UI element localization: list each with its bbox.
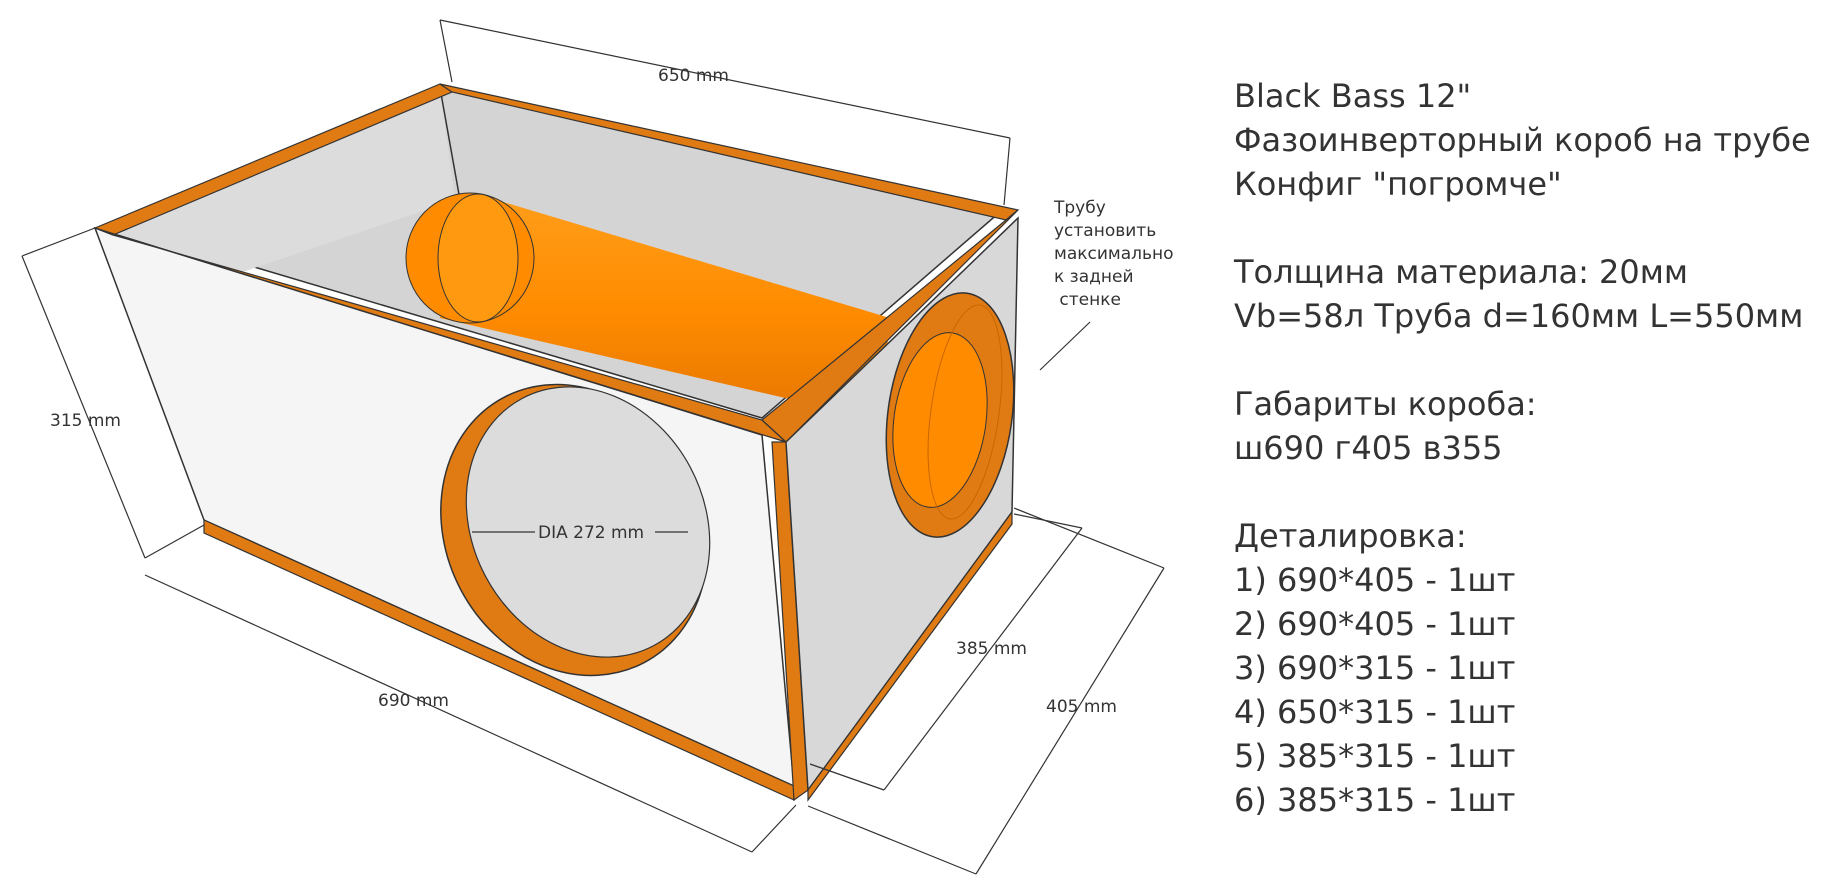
dim-315-line xyxy=(21,255,146,559)
spec-part-item: 2) 690*405 - 1шт xyxy=(1234,605,1516,643)
spec-gap xyxy=(1234,206,1824,250)
spec-parts-heading: Деталировка: xyxy=(1234,517,1467,555)
spec-part-item: 6) 385*315 - 1шт xyxy=(1234,781,1516,819)
dim-690-line xyxy=(144,574,753,853)
dim-650-ext-right xyxy=(1003,137,1011,206)
inner-back-wall xyxy=(113,88,455,300)
dim-405-line xyxy=(975,567,1165,875)
spec-size-heading: Габариты короба: xyxy=(1234,385,1537,423)
spec-volume: Vb=58л Труба d=160мм L=550мм xyxy=(1234,297,1804,335)
spec-gap xyxy=(1234,470,1824,514)
spec-config: Конфиг "погромче" xyxy=(1234,165,1562,203)
spec-part-item: 1) 690*405 - 1шт xyxy=(1234,561,1516,599)
spec-material: Толщина материала: 20мм xyxy=(1234,253,1689,291)
right-bottom-edge xyxy=(807,510,1013,802)
spec-panel: Black Bass 12" Фазоинверторный короб на … xyxy=(1234,74,1824,822)
spec-gap xyxy=(1234,338,1824,382)
dim-650-ext-left xyxy=(439,19,453,83)
note-line: установить xyxy=(1054,221,1156,241)
inner-corner-edge xyxy=(439,87,461,201)
spec-part-item: 4) 650*315 - 1шт xyxy=(1234,693,1516,731)
note-line: к задней xyxy=(1054,267,1134,287)
spec-subtitle: Фазоинверторный короб на трубе xyxy=(1234,121,1811,159)
dim-385-label: 385 mm xyxy=(956,639,1027,659)
spec-title: Black Bass 12" xyxy=(1234,77,1472,115)
box-body xyxy=(93,83,1020,802)
dim-690-label: 690 mm xyxy=(378,691,449,711)
dim-650-label: 650 mm xyxy=(658,66,729,86)
dim-405-label: 405 mm xyxy=(1046,697,1117,717)
dimension-lines xyxy=(21,19,1165,875)
note-line: Трубу xyxy=(1053,198,1106,218)
tube-back-ring xyxy=(437,193,519,323)
dim-650-line xyxy=(439,19,1011,139)
dim-315-ext-top xyxy=(21,227,96,257)
dim-385-ext-bottom xyxy=(809,763,885,791)
spec-part-item: 3) 690*315 - 1шт xyxy=(1234,649,1516,687)
port-opening-rim xyxy=(927,304,1003,520)
top-edge-right xyxy=(761,209,1019,443)
dim-dia-label: DIA 272 mm xyxy=(538,523,644,543)
port-tube xyxy=(405,192,890,420)
dim-315-label: 315 mm xyxy=(50,411,121,431)
tube-body xyxy=(440,197,890,420)
dim-385-line xyxy=(883,527,1083,791)
note-line: максимально xyxy=(1054,244,1174,264)
dim-405-ext-top xyxy=(1013,507,1165,569)
spec-size-value: ш690 г405 в355 xyxy=(1234,429,1503,467)
tube-placement-note: Трубу установить максимально к задней ст… xyxy=(1053,198,1174,310)
note-line: стенке xyxy=(1054,290,1121,310)
dim-690-ext-right xyxy=(751,804,797,853)
note-leader xyxy=(1039,321,1091,371)
spec-part-item: 5) 385*315 - 1шт xyxy=(1234,737,1516,775)
dim-315-ext-bottom xyxy=(144,524,205,559)
speaker-cutout xyxy=(440,383,711,677)
dim-405-ext-bottom xyxy=(807,805,977,875)
speaker-cutout-hole xyxy=(465,386,711,658)
